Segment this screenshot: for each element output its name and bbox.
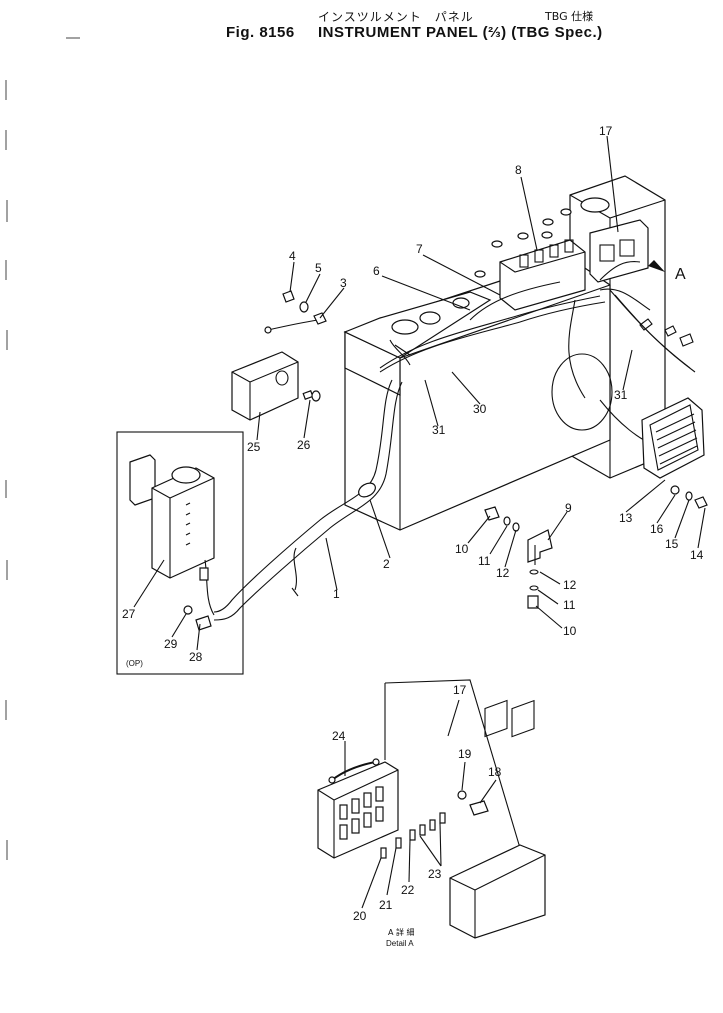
callout-24: 24 [332, 729, 346, 743]
callout-19: 19 [458, 747, 472, 761]
callout-28: 28 [189, 650, 203, 664]
callout-5: 5 [315, 261, 322, 275]
sensor-3 [264, 290, 327, 334]
callout-2: 2 [383, 557, 390, 571]
callout-7: 7 [416, 242, 423, 256]
callout-16: 16 [650, 522, 664, 536]
figure-number: Fig. 8156 [226, 24, 295, 41]
callout-17-top: 17 [599, 124, 613, 138]
detail-a-label: Detail A [386, 939, 414, 948]
optional-washer-tank-inset [116, 431, 244, 675]
hose-harness-1 [213, 379, 403, 621]
callout-15: 15 [665, 537, 679, 551]
callout-22: 22 [401, 883, 415, 897]
callout-17-detail: 17 [453, 683, 467, 697]
callout-11-upper: 11 [478, 554, 491, 568]
callout-20: 20 [353, 909, 367, 923]
callout-31-left: 31 [432, 423, 446, 437]
callout-view-a: A [675, 266, 686, 283]
callout-31-right: 31 [614, 388, 628, 402]
figure-title: INSTRUMENT PANEL (⅔) (TBG Spec.) [318, 24, 603, 41]
callout-numbers: 17 8 7 6 4 5 3 A 25 26 31 30 31 13 16 15… [122, 124, 704, 948]
callout-29: 29 [164, 637, 178, 651]
instrument-panel-body [343, 175, 696, 531]
callout-25: 25 [247, 440, 261, 454]
callout-10-upper: 10 [455, 542, 469, 556]
callout-1: 1 [333, 587, 340, 601]
work-lamp-right [641, 397, 708, 509]
callout-10-lower: 10 [563, 624, 577, 638]
view-a-arrow [648, 260, 665, 272]
callout-18: 18 [488, 765, 502, 779]
japanese-spec-label: TBG 仕様 [545, 10, 594, 23]
callout-26: 26 [297, 438, 311, 452]
callout-4: 4 [289, 249, 296, 263]
detail-a-japanese: A 詳 細 [388, 927, 415, 937]
work-lamp-left [231, 351, 321, 421]
bolt-10-11-12 [484, 506, 520, 532]
detail-a-fuse-box [317, 679, 546, 939]
callout-27: 27 [122, 607, 136, 621]
bracket-9 [527, 529, 553, 609]
callout-30: 30 [473, 402, 487, 416]
callout-13: 13 [619, 511, 633, 525]
callout-11-lower: 11 [563, 598, 576, 612]
callout-6: 6 [373, 264, 380, 278]
callout-14: 14 [690, 548, 704, 562]
callout-12-lower: 12 [563, 578, 577, 592]
callout-12-upper: 12 [496, 566, 510, 580]
callout-21: 21 [379, 898, 393, 912]
optional-label: (OP) [126, 659, 143, 668]
callout-8: 8 [515, 163, 522, 177]
margin-marks [5, 37, 80, 860]
callout-3: 3 [340, 276, 347, 290]
leader-lines [133, 135, 706, 909]
callout-23: 23 [428, 867, 442, 881]
japanese-title: インスツルメント パネル [318, 10, 474, 24]
callout-9: 9 [565, 501, 572, 515]
